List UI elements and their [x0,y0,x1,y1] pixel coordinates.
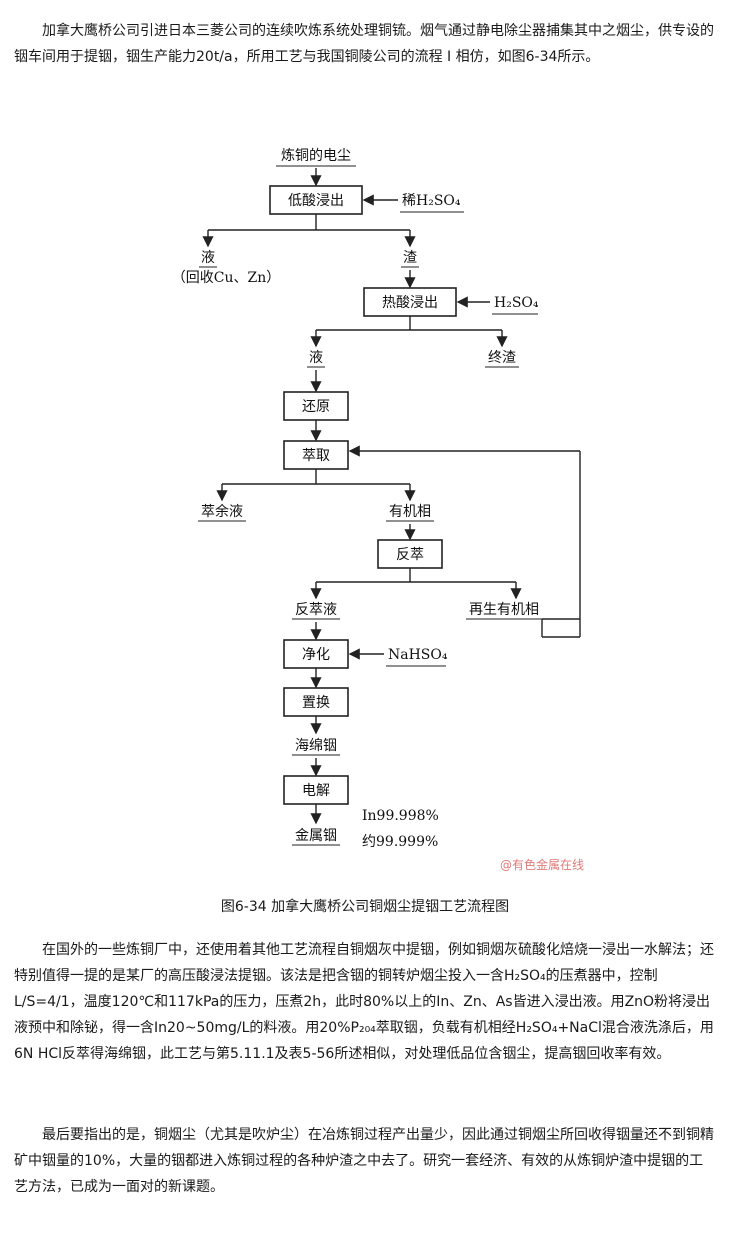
final-residue-label: 终渣 [488,350,516,366]
low-acid-leach-label: 低酸浸出 [288,193,344,209]
electrolysis-label: 电解 [302,783,330,799]
extraction-label: 萃取 [302,448,330,464]
stripping-label: 反萃 [396,547,424,563]
purification-label: 净化 [302,647,330,663]
hot-leach-liquid-label: 液 [309,350,323,366]
hot-acid-leach-label: 热酸浸出 [382,295,438,311]
nahso4-label: NaHSO₄ [388,647,448,663]
watermark: @有色金属在线 [500,857,584,872]
dilute-acid-label: 稀H₂SO₄ [402,193,461,209]
reduction-box [283,391,349,421]
flowchart-svg: 炼铜的电尘 低酸浸出 稀H₂SO₄ 液 （回收Cu、Zn） 渣 热酸浸出 H₂S… [172,148,584,872]
low-acid-leach-box [269,185,363,215]
source-label: 炼铜的电尘 [281,148,351,164]
leach-liquid-note: （回收Cu、Zn） [172,270,280,286]
h2so4-label: H₂SO₄ [494,295,539,311]
electrolysis-box [283,775,349,805]
purification-box [283,639,349,669]
stripping-box [377,539,443,569]
reduction-label: 还原 [302,399,330,415]
metal-indium-label: 金属铟 [295,828,337,844]
residue-label: 渣 [403,250,417,266]
figure-caption: 图6-34 加拿大鹰桥公司铜烟尘提铟工艺流程图 [220,899,510,915]
sponge-indium-label: 海绵铟 [295,737,337,754]
purity-label-2: 约99.999% [362,834,438,850]
body-paragraph-3: 最后要指出的是，铜烟尘（尤其是吹炉尘）在冶炼铜过程产出量少，因此通过铜烟尘所回收… [14,1127,714,1195]
flowchart-figure: 炼铜的电尘 低酸浸出 稀H₂SO₄ 液 （回收Cu、Zn） 渣 热酸浸出 H₂S… [172,148,584,872]
purity-label-1: In99.998% [362,808,439,824]
regenerated-organic-label: 再生有机相 [469,602,539,618]
leach-liquid-label: 液 [201,250,215,266]
cementation-label: 置换 [302,694,330,711]
body-paragraph-2: 在国外的一些炼铜厂中，还使用着其他工艺流程自铜烟灰中提铟，例如铜烟灰硫酸化焙烧一… [14,942,714,1062]
intro-paragraph: 加拿大鹰桥公司引进日本三菱公司的连续吹炼系统处理铜锍。烟气通过静电除尘器捕集其中… [14,23,714,65]
raffinate-label: 萃余液 [201,503,243,520]
cementation-box [283,687,349,717]
strip-liquor-label: 反萃液 [295,602,337,618]
extraction-box [283,440,349,470]
organic-phase-label: 有机相 [389,504,431,520]
